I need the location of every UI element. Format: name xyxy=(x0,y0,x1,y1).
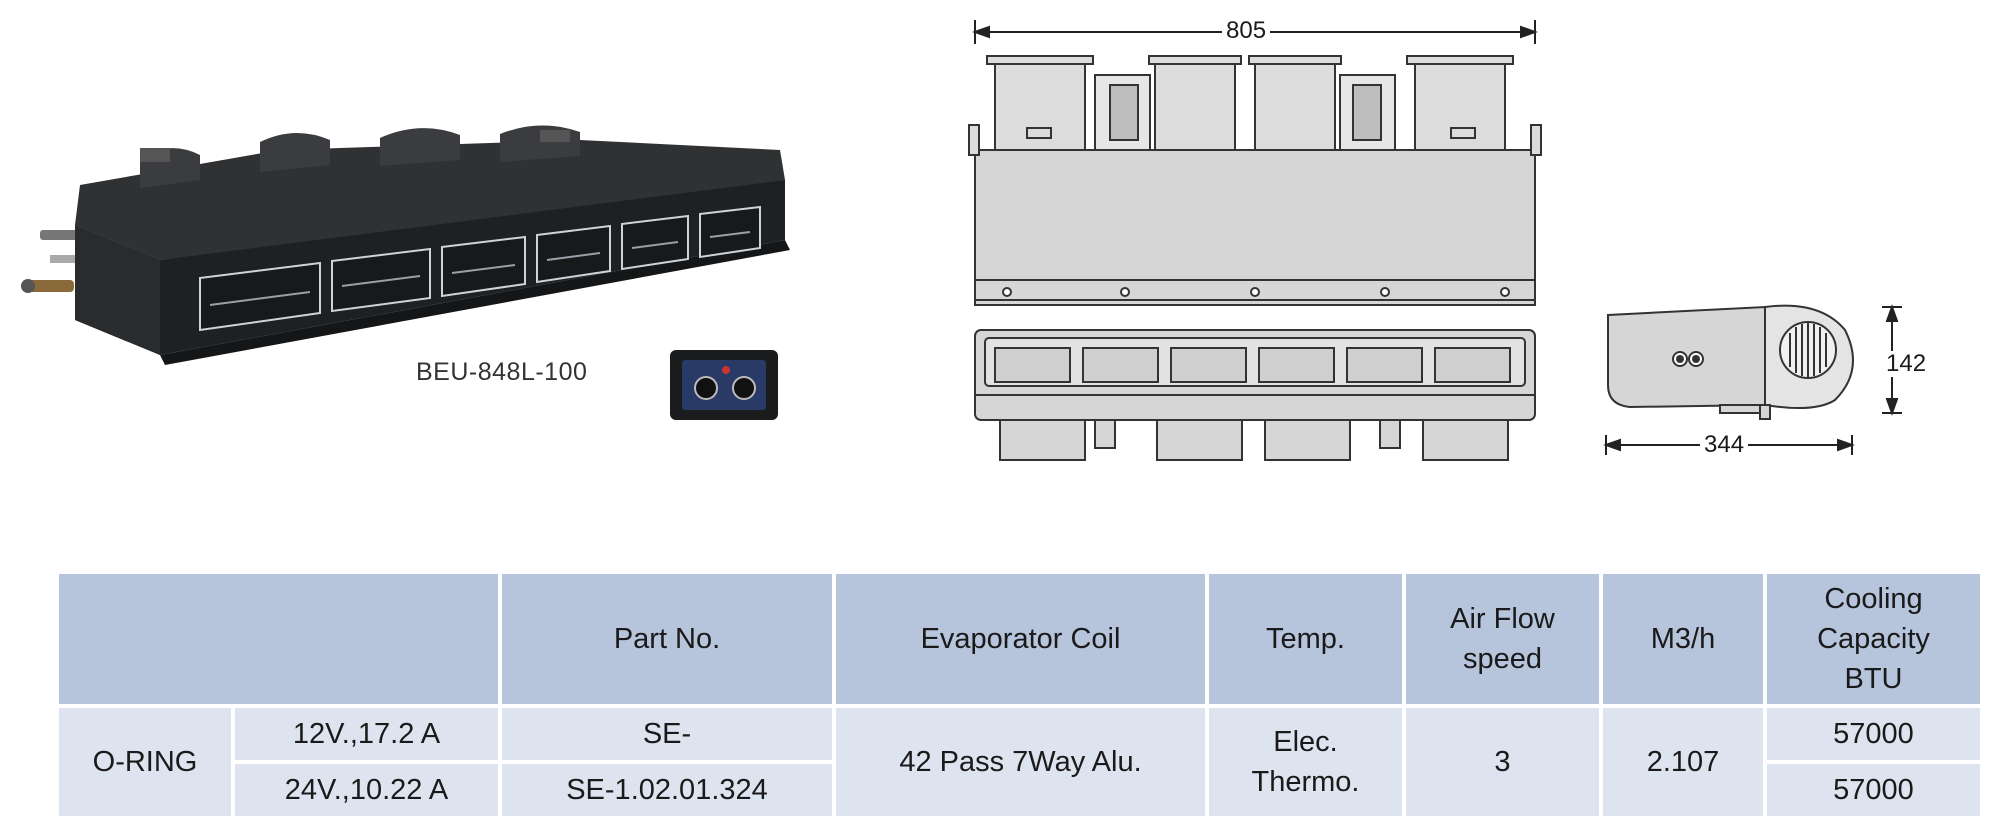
header-part-no: Part No. xyxy=(498,570,836,708)
cell-cooling: 57000 xyxy=(1763,704,1984,764)
air-vents xyxy=(199,205,761,332)
front-view-drawing xyxy=(968,20,1542,461)
side-outline xyxy=(1607,304,1854,420)
header-m3h: M3/h xyxy=(1599,570,1767,708)
cell-part-no: SE-1.02.01.324 xyxy=(498,760,836,820)
cell-part-no: SE- xyxy=(498,704,836,764)
width-dimension: 805 xyxy=(1222,18,1271,44)
depth-dimension: 344 xyxy=(1700,432,1749,458)
mounting-holes xyxy=(1002,287,1510,297)
control-panel xyxy=(670,350,778,420)
height-dimension: 142 xyxy=(1882,351,1931,377)
header-temp: Temp. xyxy=(1205,570,1406,708)
unit-outline-top xyxy=(968,55,1542,306)
pipe-fittings xyxy=(21,230,80,293)
header-cooling-capacity: Cooling Capacity BTU xyxy=(1763,570,1984,708)
cell-evaporator-coil: 42 Pass 7Way Alu. xyxy=(832,704,1209,820)
header-evaporator-coil: Evaporator Coil xyxy=(832,570,1209,708)
spec-table: Part No. Evaporator Coil Temp. Air Flow … xyxy=(55,570,1984,820)
cell-air-flow: 3 xyxy=(1402,704,1603,820)
cell-temp: Elec. Thermo. xyxy=(1205,704,1406,820)
unit-outline-bottom xyxy=(974,329,1536,461)
table-row: 24V.,10.22 A SE-1.02.01.324 57000 xyxy=(57,760,1984,820)
header-blank xyxy=(55,570,502,708)
side-view-drawing xyxy=(1603,304,1902,455)
product-photo xyxy=(21,125,790,420)
table-row: O-RING 12V.,17.2 A SE- 42 Pass 7Way Alu.… xyxy=(55,704,1984,820)
table-header-row: Part No. Evaporator Coil Temp. Air Flow … xyxy=(55,570,1984,708)
cell-voltage: 12V.,17.2 A xyxy=(231,704,502,764)
header-air-flow: Air Flow speed xyxy=(1402,570,1603,708)
cell-type: O-RING xyxy=(55,704,235,820)
model-number: BEU-848L-100 xyxy=(416,358,588,386)
cell-m3h: 2.107 xyxy=(1599,704,1767,820)
vent-louvers xyxy=(209,231,751,306)
cell-cooling: 57000 xyxy=(1763,760,1984,820)
cell-voltage: 24V.,10.22 A xyxy=(231,760,502,820)
